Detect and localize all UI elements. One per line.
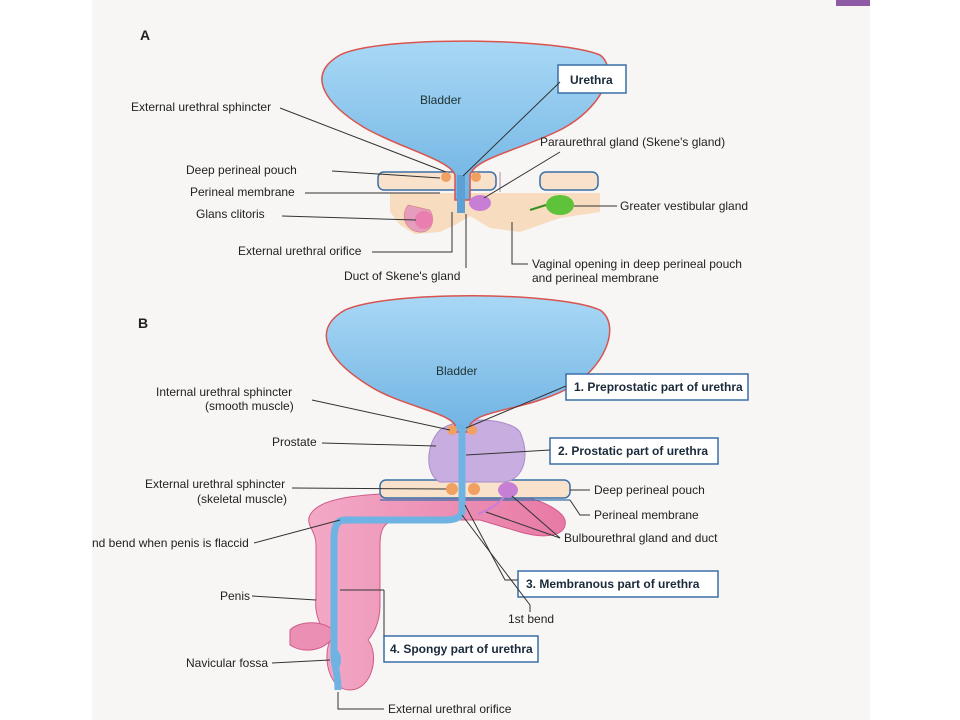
label-perineal-membrane-b: Perineal membrane: [594, 508, 699, 522]
int-sphincter-left: [447, 425, 457, 435]
label-int-sphincter-line1: Internal urethral sphincter: [156, 385, 292, 399]
urethra-a: [457, 175, 465, 213]
label-external-urethral-orifice-a: External urethral orifice: [238, 244, 362, 258]
bladder-b-label: Bladder: [436, 364, 477, 378]
box-preprostatic: [565, 373, 749, 401]
prostate: [428, 419, 526, 483]
glans-clitoris: [415, 211, 433, 229]
label-second-bend: nd bend when penis is flaccid: [92, 536, 249, 550]
page-corner-tab: [836, 0, 870, 6]
ext-sphincter-a-left: [441, 172, 451, 182]
deep-pouch-right-a: [539, 171, 599, 191]
ext-sphincter-a-right: [471, 172, 481, 182]
box-membranous: [517, 570, 719, 598]
box-prostatic: [549, 437, 719, 465]
greater-vestibular-gland: [546, 195, 574, 215]
navicular-fossa-shape: [331, 650, 341, 670]
box-membranous-label: 3. Membranous part of urethra: [526, 577, 700, 591]
label-glans-clitoris: Glans clitoris: [196, 207, 265, 221]
label-ext-sphincter-b-line2: (skeletal muscle): [197, 492, 287, 506]
label-paraurethral-gland: Paraurethral gland (Skene's gland): [540, 135, 725, 149]
label-perineal-membrane-a: Perineal membrane: [190, 185, 295, 199]
label-first-bend: 1st bend: [508, 612, 554, 626]
label-deep-perineal-pouch-b: Deep perineal pouch: [594, 483, 705, 497]
urethra-box-a: [557, 64, 627, 94]
bladder-a: [321, 40, 609, 201]
label-vaginal-opening-line2: and perineal membrane: [532, 271, 659, 285]
urethra-box-a-label: Urethra: [570, 73, 613, 87]
bladder-a-label: Bladder: [420, 93, 461, 107]
label-navicular-fossa: Navicular fossa: [186, 656, 268, 670]
panel-a-letter: A: [140, 27, 150, 43]
label-external-urethral-orifice-b: External urethral orifice: [388, 702, 512, 716]
label-deep-perineal-pouch-a: Deep perineal pouch: [186, 163, 297, 177]
ext-sphincter-b-right: [468, 483, 480, 495]
label-vaginal-opening-line1: Vaginal opening in deep perineal pouch: [532, 257, 742, 271]
ext-sphincter-b-left: [446, 483, 458, 495]
label-int-sphincter-line2: (smooth muscle): [205, 399, 294, 413]
bulbourethral-gland: [498, 482, 518, 498]
label-bulbourethral: Bulbourethral gland and duct: [564, 531, 718, 545]
int-sphincter-right: [467, 425, 477, 435]
box-spongy: [383, 635, 539, 663]
box-spongy-label: 4. Spongy part of urethra: [390, 642, 533, 656]
label-greater-vestibular-gland: Greater vestibular gland: [620, 199, 748, 213]
label-penis: Penis: [220, 589, 250, 603]
label-ext-urethral-sphincter-a: External urethral sphincter: [131, 100, 271, 114]
paraurethral-gland: [469, 195, 491, 211]
box-preprostatic-label: 1. Preprostatic part of urethra: [574, 380, 743, 394]
box-prostatic-label: 2. Prostatic part of urethra: [558, 444, 708, 458]
label-ext-sphincter-b-line1: External urethral sphincter: [145, 477, 285, 491]
panel-b-letter: B: [138, 315, 148, 331]
label-duct-skenes-gland: Duct of Skene's gland: [344, 269, 460, 283]
label-prostate: Prostate: [272, 435, 317, 449]
